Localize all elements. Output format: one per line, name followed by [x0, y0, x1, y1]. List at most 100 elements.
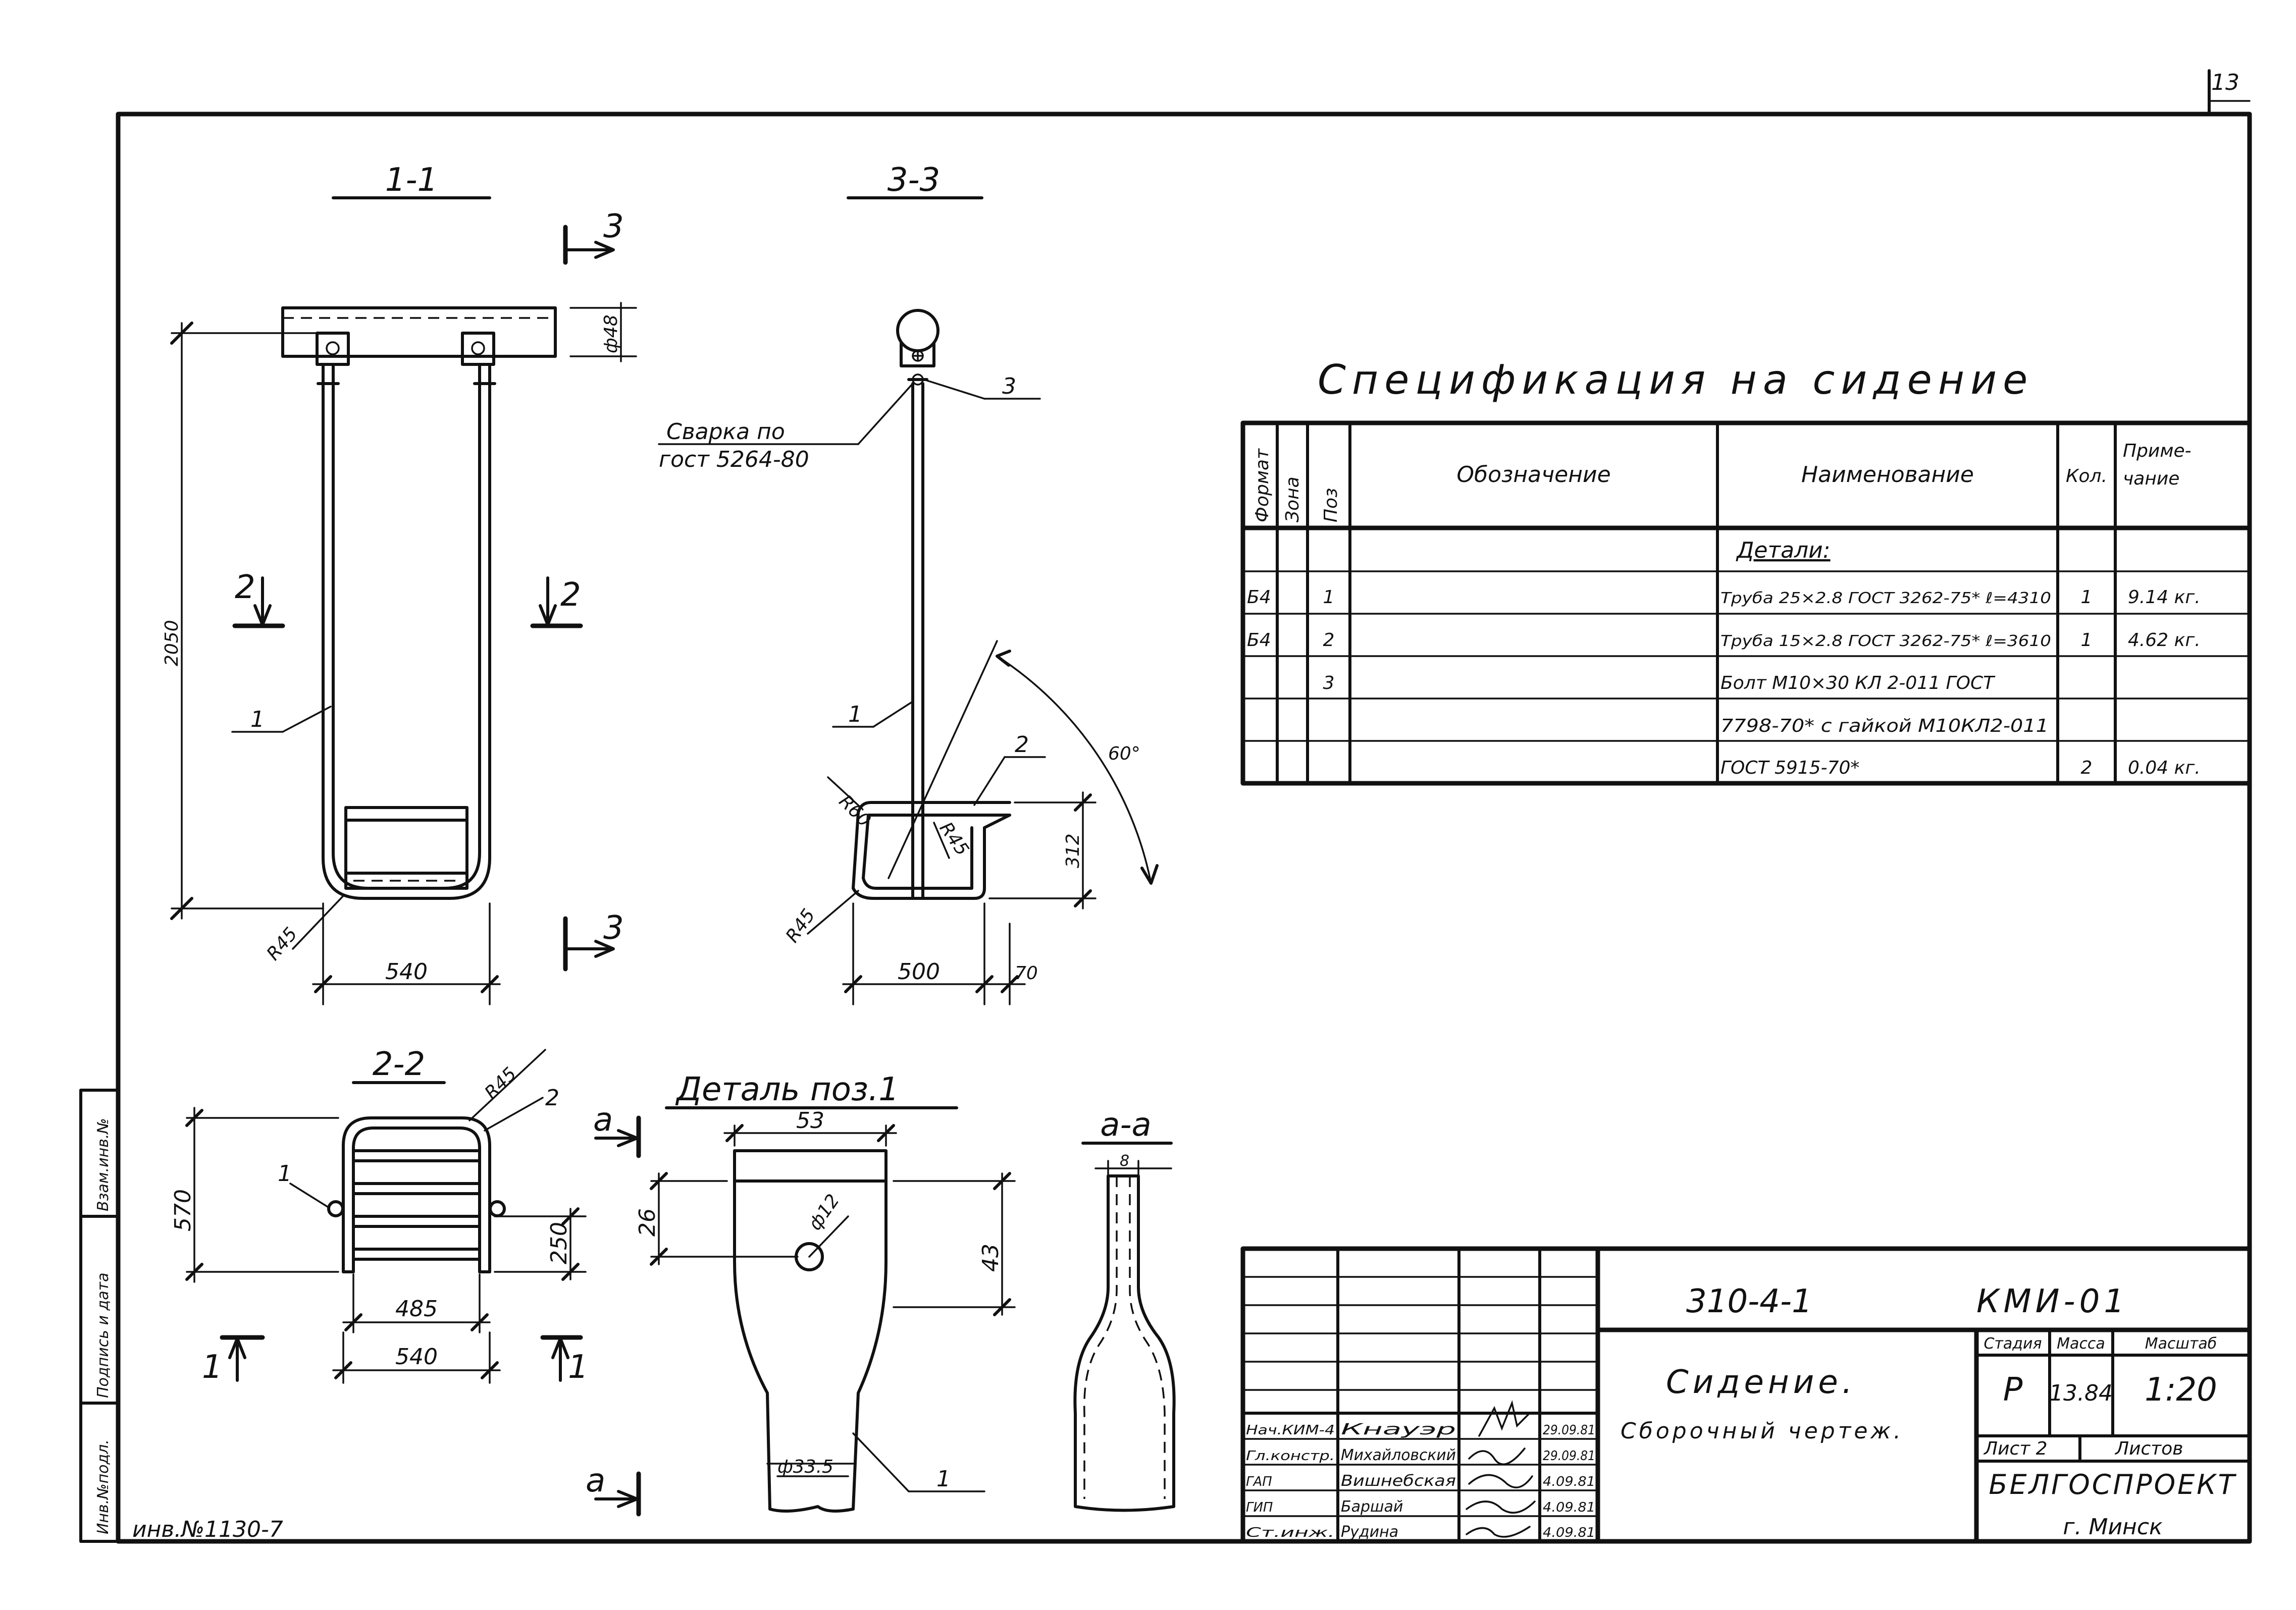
spec-row3-pos: 3	[1323, 673, 1335, 693]
view-2-2-pos2: 2	[545, 1085, 559, 1111]
view-3-3-dim-h: 312	[1063, 833, 1083, 868]
spec-row4-name: 7798-70* с гайкой М10КЛ2-011	[1720, 716, 2049, 736]
detail-dim26: 26	[635, 1208, 660, 1237]
spec-hdr-format: Формат	[1252, 448, 1273, 522]
table-row: Б4 2 Труба 15×2.8 ГОСТ 3262-75* ℓ=3610 1…	[1247, 630, 2201, 651]
signer4-name: Баршай	[1341, 1498, 1403, 1516]
view-1-1-pos1: 1	[250, 707, 265, 732]
view-1-1-sect2-right: 2	[560, 576, 581, 614]
view-3-3-weld1: Сварка по	[666, 419, 785, 445]
view-3-3-dim-w: 500	[898, 959, 940, 985]
tb-doc-code: 310-4-1	[1686, 1283, 1812, 1320]
spec-title: Спецификация на сидение	[1318, 356, 2033, 403]
view-2-2-dim540: 540	[395, 1344, 438, 1370]
signer1-role: Нач.КИМ-4	[1246, 1423, 1335, 1438]
tb-sheets: Листов	[2114, 1438, 2183, 1459]
tb-org: БЕЛГОСПРОЕКТ	[1989, 1469, 2236, 1500]
signer-row: Гл.констр. Михайловский 29.09.81	[1246, 1446, 1595, 1464]
table-row: 3 Болт М10×30 КЛ 2-011 ГОСТ	[1323, 673, 1996, 693]
detail-mark-a-top: а	[593, 1101, 613, 1139]
signer3-name: Вишнебская	[1341, 1472, 1456, 1490]
spec-row5-name: ГОСТ 5915-70*	[1720, 758, 1859, 778]
signer2-date: 29.09.81	[1543, 1448, 1595, 1464]
spec-hdr-qty: Кол.	[2066, 466, 2107, 487]
signer3-role: ГАП	[1246, 1474, 1272, 1489]
signer3-date: 4.09.81	[1543, 1474, 1595, 1489]
view-3-3-dim-70: 70	[1015, 963, 1038, 984]
view-3-3-pos2: 2	[1015, 732, 1029, 758]
view-3-3: 3-3 3 Сварка по гост 5264-80	[658, 162, 1159, 1005]
view-1-1-radius: R45	[263, 924, 301, 964]
view-1-1-sect3-bottom: 3	[603, 909, 624, 947]
section-aa-dim8: 8	[1120, 1152, 1129, 1170]
view-1-1-dim-width: 540	[385, 959, 428, 985]
spec-table: Спецификация на сидение Формат Зона Поз …	[1240, 356, 2252, 786]
view-1-1-dim-height: 2050	[162, 620, 182, 666]
signer1-date: 29.09.81	[1543, 1423, 1595, 1438]
spec-row3-name: Болт М10×30 КЛ 2-011 ГОСТ	[1720, 673, 1996, 693]
signer2-name: Михайловский	[1341, 1446, 1456, 1464]
section-aa-title: а-а	[1100, 1106, 1152, 1144]
signer5-name: Рудина	[1341, 1523, 1398, 1541]
detail-pos1: Деталь поз.1 ф12 53 26 43 ф33.5	[586, 1071, 1016, 1517]
view-3-3-pos3: 3	[1002, 373, 1016, 399]
spec-row1-pos: 1	[1323, 587, 1335, 608]
spec-hdr-pos: Поз	[1321, 488, 1341, 522]
tb-sheet: Лист 2	[1983, 1438, 2048, 1459]
spec-row2-qty: 1	[2081, 630, 2093, 651]
side-stamp: Инв.№подл. Подпись и дата Взам.инв.№	[79, 1089, 120, 1543]
spec-row2-note: 4.62 кг.	[2128, 630, 2201, 651]
view-2-2-mark1-right: 1	[568, 1349, 589, 1386]
tb-city: г. Минск	[2063, 1514, 2163, 1540]
view-3-3-title: 3-3	[888, 162, 941, 199]
side-podpis-data: Подпись и дата	[94, 1273, 112, 1399]
spec-row2-name: Труба 15×2.8 ГОСТ 3262-75* ℓ=3610	[1720, 632, 2051, 650]
table-row: ГОСТ 5915-70* 2 0.04 кг.	[1720, 758, 2201, 778]
tb-name1: Сидение.	[1666, 1364, 1856, 1401]
spec-row5-note: 0.04 кг.	[2128, 758, 2201, 778]
title-block: 310-4-1 КМИ-01 Сидение. Сборочный чертеж…	[1240, 1246, 2252, 1544]
spec-row2-pos: 2	[1323, 630, 1335, 651]
spec-section-label: Детали:	[1736, 538, 1831, 563]
tb-mass: 13.84	[2049, 1380, 2113, 1406]
section-a-a: а-а 8	[1073, 1106, 1176, 1512]
spec-hdr-zone: Зона	[1282, 476, 1303, 522]
view-2-2-dim250: 250	[546, 1222, 572, 1264]
view-2-2-mark1-left: 1	[202, 1349, 223, 1386]
signer1-name: Кнауэр	[1341, 1421, 1456, 1438]
signatures	[1466, 1400, 1536, 1538]
signer2-role: Гл.констр.	[1246, 1448, 1335, 1464]
spec-row1-format: Б4	[1247, 587, 1271, 608]
tb-name2: Сборочный чертеж.	[1621, 1418, 1904, 1444]
view-3-3-weld2: гост 5264-80	[659, 447, 809, 472]
spec-row5-qty: 2	[2081, 758, 2093, 778]
inventory-number: инв.№1130-7	[132, 1517, 283, 1542]
view-3-3-pos1: 1	[848, 702, 862, 727]
view-3-3-r45b: R45	[782, 905, 819, 947]
detail-dia: ф33.5	[777, 1457, 833, 1477]
tb-stage: Р	[2003, 1371, 2023, 1409]
sheet-number: 13	[2211, 70, 2239, 95]
detail-pos1-label: 1	[936, 1466, 951, 1492]
view-2-2: 2-2 1 2 R45 570	[170, 1046, 589, 1386]
signer5-date: 4.09.81	[1543, 1525, 1595, 1540]
tb-doc-mark: КМИ-01	[1976, 1283, 2128, 1320]
view-2-2-dim485: 485	[395, 1296, 438, 1322]
view-1-1-dim-top: ф48	[601, 314, 621, 353]
spec-row1-note: 9.14 кг.	[2128, 587, 2201, 608]
detail-mark-a-bottom: а	[586, 1462, 605, 1499]
tb-scale: 1:20	[2145, 1371, 2217, 1409]
signer4-role: ГИП	[1246, 1500, 1273, 1515]
signer5-role: Ст.инж.	[1246, 1525, 1335, 1540]
detail-dim53: 53	[796, 1108, 824, 1134]
detail-dim43: 43	[978, 1244, 1004, 1272]
spec-row1-qty: 1	[2081, 587, 2093, 608]
view-1-1: 1-1 ф48 2050	[162, 162, 637, 1005]
tb-scale-label: Масштаб	[2145, 1335, 2217, 1353]
signer-row: Нач.КИМ-4 Кнауэр 29.09.81	[1246, 1421, 1595, 1438]
view-2-2-dim570: 570	[170, 1189, 196, 1231]
detail-title: Деталь поз.1	[675, 1071, 899, 1108]
view-1-1-sect3-top: 3	[603, 208, 624, 245]
view-3-3-angle: 60°	[1108, 743, 1140, 764]
